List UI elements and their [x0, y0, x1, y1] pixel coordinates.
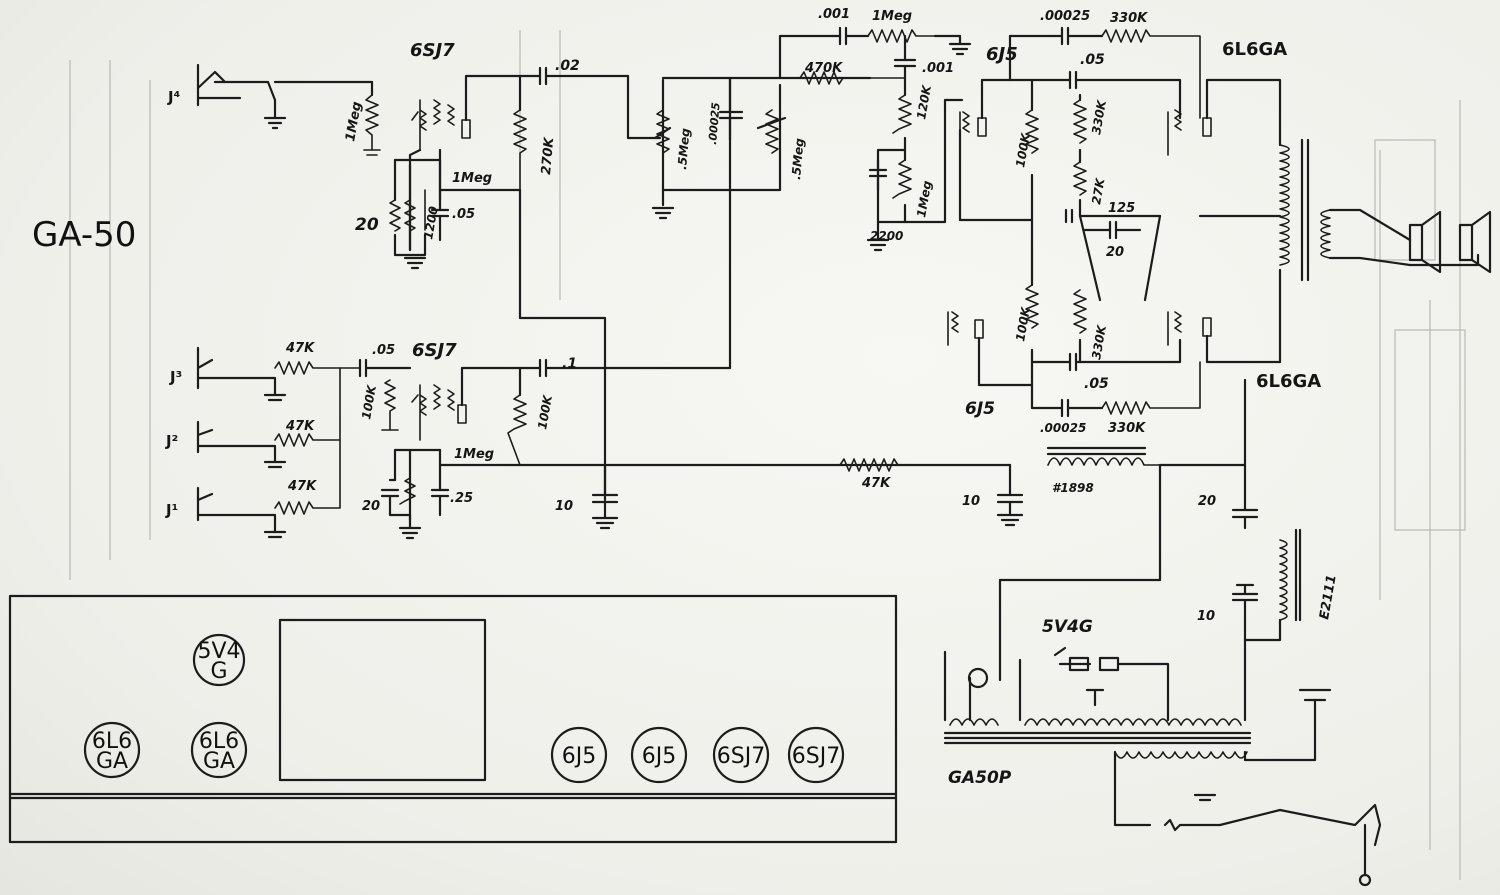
c-20-pi-label: 20 — [1106, 245, 1124, 260]
r-100k-load-label: 100K — [535, 393, 555, 431]
stage-6j5-bot: 6J5 100K .05 330K .00025 330K — [947, 218, 1201, 436]
power-supply: E2111 10 5V4G GA50P — [943, 463, 1382, 887]
bleed-through-texture — [69, 30, 1466, 880]
svg-text:6L6: 6L6 — [92, 729, 132, 754]
c-20-ps-label: 20 — [1198, 494, 1216, 509]
layout-tube-6l6ga-left: 6L6 GA — [83, 721, 141, 779]
r-47k-j2-label: 47K — [285, 419, 315, 434]
c-001-a-label: .001 — [818, 7, 850, 22]
r-5meg-a-label: .5Meg — [675, 127, 693, 170]
c-1-label: .1 — [562, 356, 577, 372]
jack-j4-label: J⁴ — [167, 88, 180, 106]
r-1meg-v-label: 1Meg — [914, 179, 934, 218]
layout-tube-6sj7-a: 6SJ7 — [712, 726, 770, 784]
jack-j2: J² — [165, 420, 287, 469]
c-10-b-label: 10 — [962, 494, 980, 509]
c-00025-top-label: .00025 — [1040, 9, 1090, 24]
c-10-ps-label: 10 — [1197, 609, 1215, 624]
stage-6sj7-top: 1Meg 6SJ7 20 1200 .05 1Meg .02 270K — [273, 40, 630, 502]
r-330k-pi-top-label: 330K — [1089, 98, 1109, 136]
r-270k-label: 270K — [539, 136, 557, 175]
r-330k-top-label: 330K — [1110, 11, 1148, 26]
jack-j2-label: J² — [165, 432, 178, 450]
tube-6l6ga-bot-label: 6L6GA — [1256, 371, 1321, 392]
r-1meg-fb-label: 1Meg — [872, 9, 912, 24]
tube-6j5-top-label: 6J5 — [986, 44, 1018, 65]
r-1200-label: 1200 — [421, 205, 441, 240]
choke-label: #1898 — [1052, 481, 1094, 495]
jack-j4: J⁴ — [167, 63, 287, 130]
c-001-b-label: .001 — [922, 61, 954, 76]
layout-tube-6j5-b: 6J5 — [630, 726, 688, 784]
r-27k-label: 27K — [1089, 176, 1108, 206]
svg-text:GA: GA — [96, 749, 128, 774]
c-2200-label: 2200 — [870, 229, 903, 243]
tube-5v4g-label: 5V4G — [1042, 617, 1093, 637]
c-05-top-label: .05 — [452, 207, 475, 222]
r-47k-j3-label: 47K — [285, 341, 315, 356]
layout-tube-6l6ga-right: 6L6 GA — [190, 721, 248, 779]
jack-j1: J¹ — [165, 486, 287, 539]
c-20-top-label: 20 — [355, 215, 379, 235]
r-1meg-grid-label: 1Meg — [452, 171, 492, 186]
svg-text:6J5: 6J5 — [642, 744, 676, 769]
c-10-a-label: 10 — [555, 499, 573, 514]
jack-j1-label: J¹ — [165, 501, 178, 519]
svg-text:6J5: 6J5 — [562, 744, 596, 769]
jack-j3: J³ — [169, 346, 287, 402]
c-125-label: 125 — [1108, 201, 1135, 216]
svg-text:6SJ7: 6SJ7 — [717, 744, 765, 769]
r-330k-bot-label: 330K — [1108, 421, 1146, 436]
stage-6j5-top: 6J5 100K .05 .00025 330K 330K 27K 125 20 — [958, 9, 1201, 302]
tube-6l6ga-top-label: 6L6GA — [1222, 39, 1287, 60]
c-05-pi-label: .05 — [1080, 52, 1105, 68]
chassis-layout: 5V4 G 6L6 GA 6L6 GA 6J5 6J5 6SJ7 6SJ7 — [8, 594, 898, 844]
r-100k-bot-label: 100K — [359, 383, 379, 421]
r-100k-pi-top-label: 100K — [1013, 131, 1033, 169]
r-47k-j1-label: 47K — [287, 479, 317, 494]
layout-tube-5v4g-line1: 5V4 — [197, 639, 240, 664]
tube-6sj7-top-label: 6SJ7 — [410, 40, 455, 61]
r-5meg-b-label: .5Meg — [789, 137, 807, 180]
r-120k-label: 120K — [914, 83, 934, 121]
svg-text:6L6: 6L6 — [199, 729, 239, 754]
layout-tube-6sj7-b: 6SJ7 — [787, 726, 845, 784]
choke-e2111-label: E2111 — [1317, 574, 1340, 621]
tube-6j5-bot-label: 6J5 — [965, 399, 995, 419]
layout-tube-5v4g-line2: G — [210, 659, 227, 684]
c-00025-mid-label: .00025 — [706, 101, 723, 145]
schematic-title: GA-50 — [32, 215, 136, 255]
r-470k-label: 470K — [804, 61, 843, 76]
r-1meg-in-label: 1Meg — [343, 101, 365, 143]
c-25-bot-label: .25 — [450, 491, 473, 506]
layout-tube-6j5-a: 6J5 — [550, 726, 608, 784]
tube-6sj7-bot-label: 6SJ7 — [412, 340, 457, 361]
tone-network: .5Meg .00025 .5Meg .001 1Meg .001 470K 1… — [626, 7, 972, 252]
c-05-bot-label: .05 — [372, 343, 395, 358]
svg-text:GA: GA — [203, 749, 235, 774]
r-47k-supply-label: 47K — [861, 476, 891, 491]
r-330k-pi-bot-label: 330K — [1089, 323, 1109, 361]
r-1meg-bot-label: 1Meg — [454, 447, 494, 462]
jack-j3-label: J³ — [169, 368, 182, 386]
stage-6l6ga: 6L6GA 6L6GA — [1167, 39, 1492, 392]
c-00025-bot-label: .00025 — [1040, 421, 1086, 435]
layout-tube-5v4g: 5V4 G — [192, 633, 246, 687]
c-02-label: .02 — [555, 58, 580, 74]
r-100k-pi-bot-label: 100K — [1013, 305, 1033, 343]
c-05-pi-bot-label: .05 — [1084, 376, 1109, 392]
c-20-bot-label: 20 — [362, 499, 380, 514]
stage-6sj7-bot: 6SJ7 47K 47K 47K .05 100K .1 100K 20 .25… — [274, 76, 1259, 540]
transformer-label: GA50P — [948, 768, 1012, 788]
svg-text:6SJ7: 6SJ7 — [792, 744, 840, 769]
